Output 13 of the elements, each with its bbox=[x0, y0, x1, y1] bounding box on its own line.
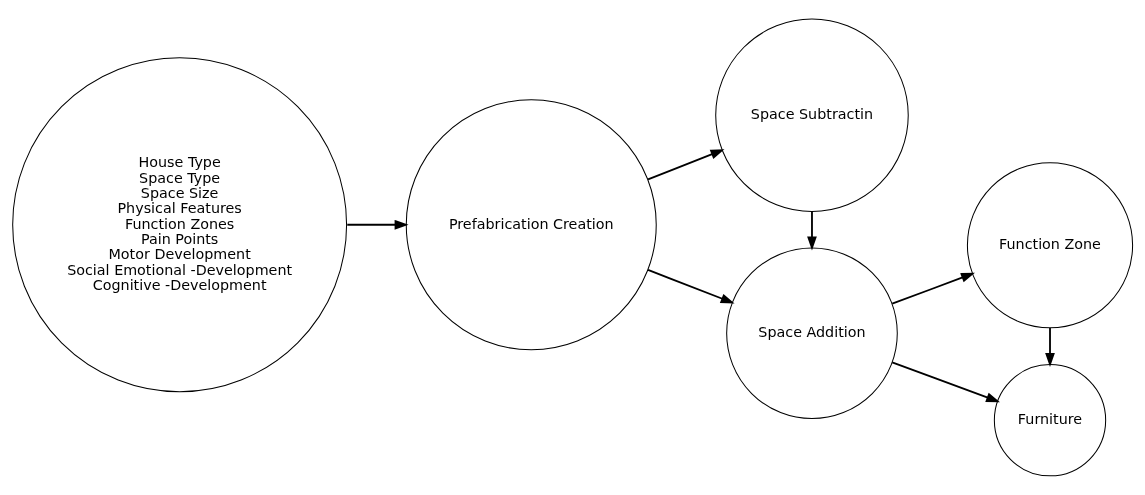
arrow bbox=[1045, 327, 1055, 367]
arrow bbox=[346, 219, 409, 230]
node-circle: Furniture bbox=[993, 364, 1107, 477]
arrow bbox=[647, 149, 725, 181]
node-circle: Space Subtractin bbox=[715, 18, 909, 213]
node-circle: Space Addition bbox=[726, 247, 898, 420]
arrow bbox=[807, 210, 817, 251]
node-circle: Prefabrication Creation bbox=[405, 99, 657, 351]
arrow bbox=[891, 361, 1000, 403]
node-circle: Function Zone bbox=[966, 162, 1134, 329]
node-circle: House Type Space Type Space Size Physical Features Function Zones Pain Points Motor Development Social Emotional -Development Cognitive -Development bbox=[12, 57, 348, 393]
arrow bbox=[647, 268, 735, 304]
arrow bbox=[891, 272, 975, 305]
